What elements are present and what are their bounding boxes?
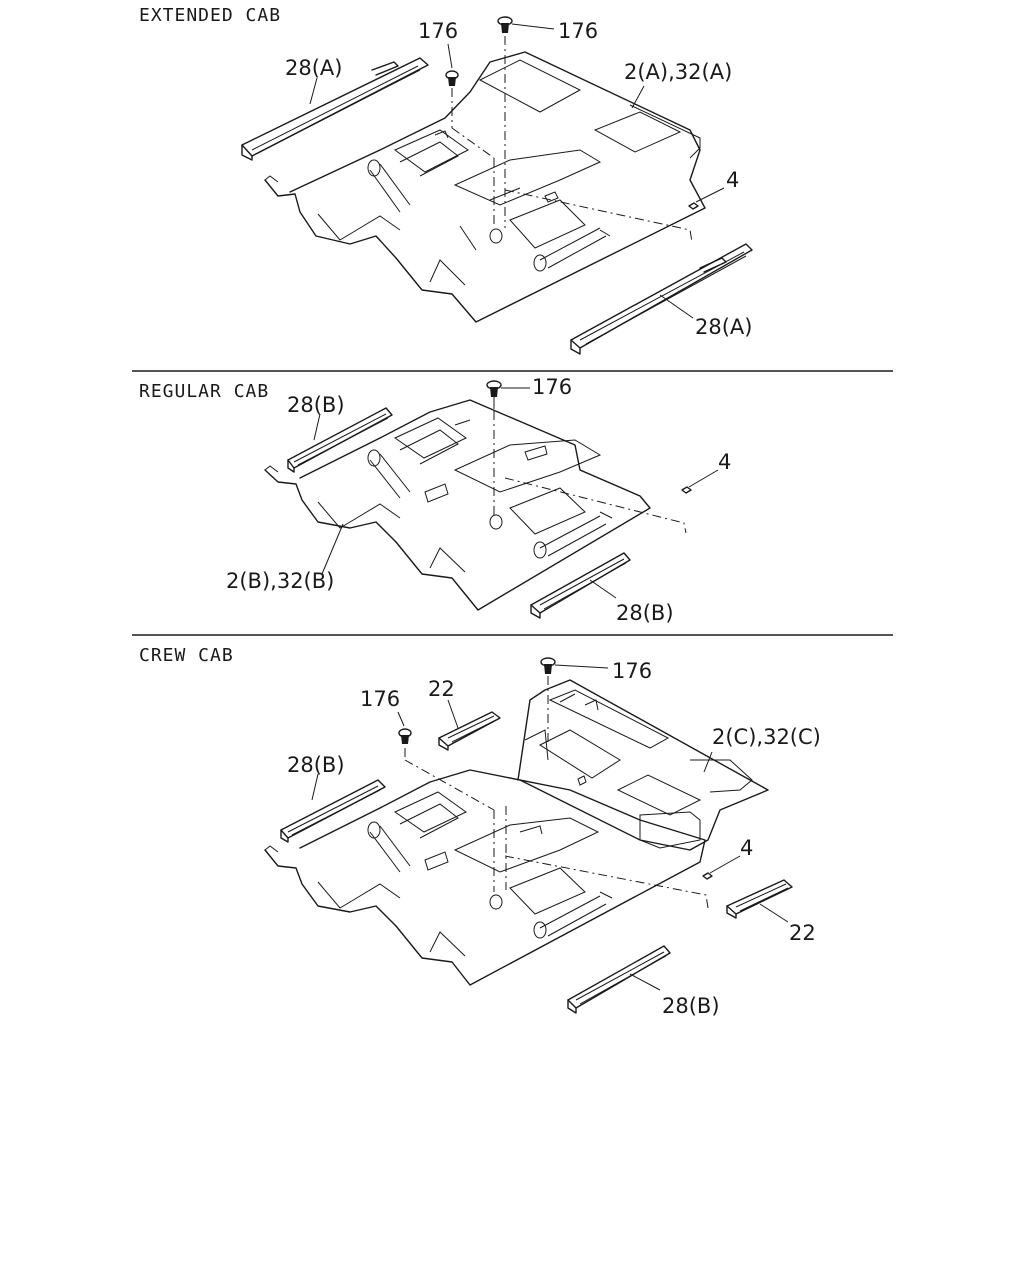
label-plug: 4 xyxy=(740,836,753,860)
assembly-line xyxy=(504,477,687,534)
label-bolt: 176 xyxy=(532,375,572,399)
crew-cab-section: CREW CAB 176 176 22 xyxy=(139,645,821,1018)
extended-cab-section: EXTENDED CAB 28(A) xyxy=(139,5,753,355)
label-plug: 4 xyxy=(718,450,731,474)
leader-line xyxy=(447,43,453,69)
leader-line xyxy=(309,77,318,105)
floor-carpet-icon[interactable] xyxy=(517,679,769,851)
plug-icon[interactable] xyxy=(688,202,699,210)
label-bolt-left: 176 xyxy=(418,19,458,43)
leader-line xyxy=(313,413,321,441)
sill-plate-icon[interactable] xyxy=(530,552,631,619)
sill-plate-icon[interactable] xyxy=(726,879,793,919)
push-clip-icon[interactable] xyxy=(445,70,459,86)
leader-line xyxy=(447,699,459,729)
label-pad-left: 22 xyxy=(428,677,455,701)
sill-plate-icon[interactable] xyxy=(567,945,671,1014)
extended-cab-title: EXTENDED CAB xyxy=(139,5,281,26)
label-carpet: 2(B),32(B) xyxy=(226,569,334,593)
plug-icon[interactable] xyxy=(702,872,713,880)
leader-line xyxy=(629,973,661,991)
label-sill-right: 28(B) xyxy=(616,601,674,625)
sill-plate-icon[interactable] xyxy=(241,57,429,161)
regular-cab-title: REGULAR CAB xyxy=(139,381,269,402)
leader-line xyxy=(703,751,713,773)
label-carpet: 2(C),32(C) xyxy=(712,725,821,749)
label-sill-left: 28(B) xyxy=(287,753,345,777)
plug-icon[interactable] xyxy=(681,486,692,494)
label-carpet: 2(A),32(A) xyxy=(624,60,732,84)
label-bolt-right: 176 xyxy=(558,19,598,43)
crew-cab-title: CREW CAB xyxy=(139,645,234,666)
leader-line xyxy=(688,469,719,488)
floor-carpet-icon[interactable] xyxy=(264,769,706,986)
label-pad-right: 22 xyxy=(789,921,816,945)
push-clip-icon[interactable] xyxy=(486,380,502,397)
leader-line xyxy=(589,579,617,599)
leader-line xyxy=(397,711,405,727)
assembly-line xyxy=(404,759,495,811)
floor-carpet-icon[interactable] xyxy=(264,399,651,611)
leader-line xyxy=(759,903,789,923)
leader-line xyxy=(554,664,609,669)
leader-line xyxy=(695,187,725,203)
label-sill-right: 28(A) xyxy=(695,315,752,339)
leader-line xyxy=(631,85,645,109)
label-bolt-front: 176 xyxy=(360,687,400,711)
assembly-line xyxy=(504,189,693,243)
push-clip-icon[interactable] xyxy=(497,16,513,33)
leader-line xyxy=(709,855,741,874)
label-sill-left: 28(A) xyxy=(285,56,342,80)
assembly-line xyxy=(504,855,709,909)
leader-line xyxy=(511,23,555,30)
sill-plate-icon[interactable] xyxy=(438,711,501,751)
leader-line xyxy=(311,773,319,801)
label-bolt-rear: 176 xyxy=(612,659,652,683)
assembly-line xyxy=(451,127,495,159)
label-sill-right: 28(B) xyxy=(662,994,720,1018)
sill-plate-icon[interactable] xyxy=(287,407,393,473)
push-clip-icon[interactable] xyxy=(540,657,556,674)
label-plug: 4 xyxy=(726,168,739,192)
label-sill-left: 28(B) xyxy=(287,393,345,417)
sill-plate-icon[interactable] xyxy=(280,779,386,843)
leader-line xyxy=(659,294,694,319)
floor-carpet-icon[interactable] xyxy=(264,51,706,323)
push-clip-icon[interactable] xyxy=(398,728,412,744)
leader-line xyxy=(321,523,344,575)
regular-cab-section: REGULAR CAB 28(B) xyxy=(139,375,731,625)
